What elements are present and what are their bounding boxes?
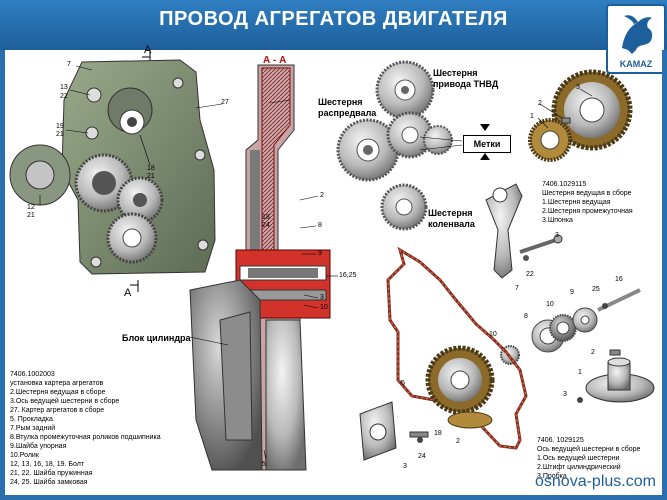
- main-gear-and-axle: [359, 345, 655, 461]
- legend-gear-line: 3.Шпонка: [542, 217, 573, 224]
- legend-gear-line: Шестерня ведущая в сборе: [542, 190, 632, 197]
- callout-3: 3: [320, 294, 324, 301]
- legend-left-line: установка картера агрегатов: [10, 380, 104, 387]
- callout-r1: 1: [530, 113, 534, 120]
- callout-r8: 8: [524, 313, 528, 320]
- legend-axle-line: 2.Штифт цилиндрический: [537, 464, 621, 471]
- callout-r1b: 1: [578, 369, 582, 376]
- timing-marks-gears: [336, 60, 490, 231]
- block-label: Блок цилиндра: [122, 333, 191, 343]
- kamaz-horse-icon: [622, 15, 653, 54]
- legend-left-line: 9.Шайба упорная: [10, 443, 67, 450]
- callout-19: 19: [56, 123, 64, 130]
- legend-left-line: 3.Ось ведущей шестерни в сборе: [10, 398, 120, 405]
- callout-r3: 3: [576, 84, 580, 91]
- callout-12: 12: [27, 204, 35, 211]
- callout-r25: 25: [592, 286, 600, 293]
- frame-right: [662, 50, 667, 500]
- metki-label: Метки: [463, 135, 511, 153]
- parts-exploded: [485, 183, 641, 365]
- callout-r3c: 3: [563, 391, 567, 398]
- callout-13: 13: [60, 84, 68, 91]
- legend-axle-line: 1.Ось ведущей шестерни: [537, 455, 620, 462]
- callout-7: 7: [67, 61, 71, 68]
- legend-gear: 7406.1029115 Шестерня ведущая в сборе 1.…: [542, 180, 633, 225]
- callout-r3b: 3: [555, 232, 559, 239]
- callout-r22: 22: [526, 271, 534, 278]
- legend-left-line: 10.Ролик: [10, 452, 39, 459]
- section-aa-title: А - А: [263, 55, 287, 66]
- legend-left-line: 8.Втулка промежуточная роликов подшипник…: [10, 434, 161, 441]
- callout-r2: 2: [538, 100, 542, 107]
- callout-r24: 24: [418, 453, 426, 460]
- callout-r18: 18: [434, 430, 442, 437]
- callout-r10: 10: [546, 301, 554, 308]
- legend-gear-line: 2.Шестерня промежуточная: [542, 208, 633, 215]
- callout-16-25: 16,25: [339, 272, 357, 279]
- legend-axle: 7406. 1029125 Ось ведущей шестерни в сбо…: [537, 436, 640, 481]
- header-bar: ПРОВОД АГРЕГАТОВ ДВИГАТЕЛЯ: [0, 0, 667, 50]
- tnvd-gear-label: Шестерня привода ТНВД: [433, 68, 499, 89]
- callout-r16: 16: [615, 276, 623, 283]
- cut-mark-a1: A: [144, 44, 152, 56]
- logo-text: KAMAZ: [619, 59, 653, 69]
- callout-r2b: 2: [591, 349, 595, 356]
- callout-r10b: 10: [489, 331, 497, 338]
- page-title: ПРОВОД АГРЕГАТОВ ДВИГАТЕЛЯ: [159, 8, 508, 30]
- callout-21a: 21: [56, 131, 64, 138]
- site-watermark: osnova-plus.com: [535, 473, 656, 490]
- legend-left-line: 7.Рым задний: [10, 425, 56, 432]
- callout-21b: 21: [27, 212, 35, 219]
- legend-left-code: 7406.1002003: [10, 371, 55, 378]
- legend-gear-code: 7406.1029115: [542, 181, 587, 188]
- legend-left: 7406.1002003 установка картера агрегатов…: [10, 370, 161, 487]
- gasket: [386, 246, 528, 450]
- kamaz-logo: KAMAZ: [606, 4, 666, 74]
- callout-8: 8: [318, 222, 322, 229]
- callout-r7: 7: [515, 285, 519, 292]
- callout-18: 18: [147, 165, 155, 172]
- cut-mark-a2: A: [124, 287, 132, 299]
- callout-r2c: 2: [456, 438, 460, 445]
- timing-case-front-view: [9, 50, 223, 292]
- legend-axle-line: Ось ведущей шестерни в сборе: [537, 446, 641, 453]
- legend-axle-code: 7406. 1029125: [537, 437, 584, 444]
- legend-left-line: 24, 25. Шайба замковая: [10, 479, 88, 486]
- dist-gear-label: Шестерня распредвала: [318, 97, 377, 118]
- callout-10: 10: [320, 304, 328, 311]
- frame-left: [0, 50, 5, 500]
- crank-gear-label: Шестерня коленвала: [428, 208, 475, 229]
- callout-r3d: 3: [403, 463, 407, 470]
- callout-r9: 9: [570, 289, 574, 296]
- legend-left-line: 27. Картер агрегатов в сборе: [10, 407, 105, 414]
- callout-21c: 21: [147, 173, 155, 180]
- callout-r5: 5: [401, 380, 405, 387]
- legend-axle-line: 3.Пробка: [537, 473, 567, 480]
- legend-left-line: 5. Прокладка: [10, 416, 53, 423]
- callout-18b: 18: [262, 214, 270, 221]
- frame-bottom: [0, 495, 667, 500]
- callout-27: 27: [221, 99, 229, 106]
- legend-left-line: 2.Шестерня ведущая в сборе: [10, 389, 106, 396]
- callout-24: 24: [262, 222, 270, 229]
- section-a-a: [189, 64, 338, 471]
- callout-9: 9: [318, 250, 322, 257]
- legend-gear-line: 1.Шестерня ведущая: [542, 199, 611, 206]
- drive-gear-assembly: [528, 69, 633, 162]
- callout-2: 2: [320, 192, 324, 199]
- legend-left-line: 21, 22. Шайба пружинная: [10, 470, 93, 477]
- legend-left-line: 12, 13, 16, 18, 19. Болт: [10, 461, 85, 468]
- callout-5: 5: [262, 461, 266, 468]
- callout-22: 22: [60, 93, 68, 100]
